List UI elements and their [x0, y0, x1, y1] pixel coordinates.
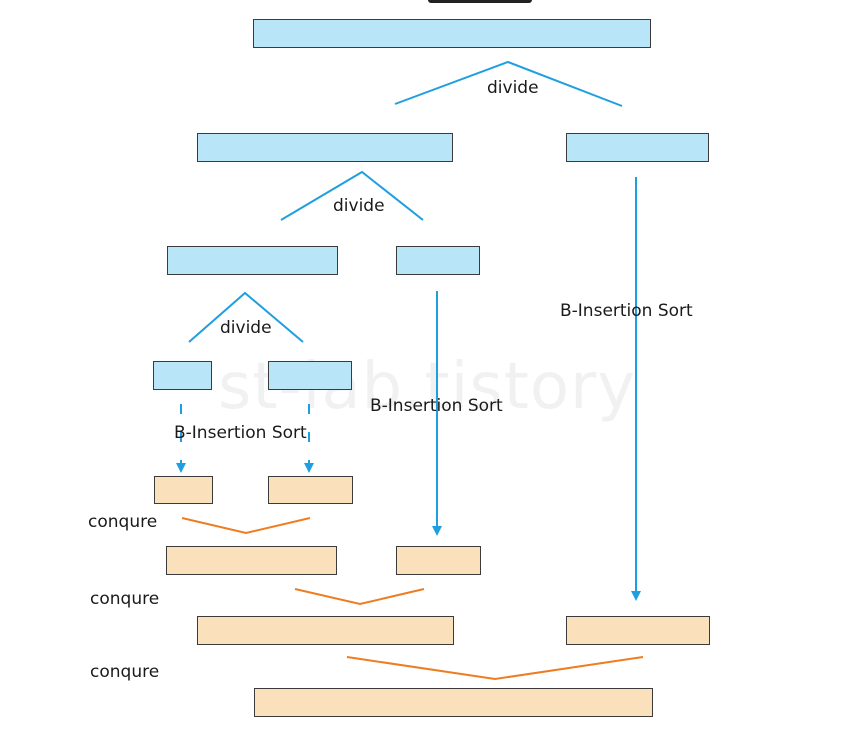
conquer-label-2: conqure: [90, 589, 160, 609]
array-block-full: [253, 19, 651, 48]
divide-label-3: divide: [220, 318, 272, 338]
merged-block-left-half: [197, 616, 454, 645]
conquer-merge-level-1: [181, 517, 311, 535]
sorted-block-leaf-b: [268, 476, 353, 504]
divide-split-level-1: [394, 60, 623, 107]
sorted-block-leaf-a: [154, 476, 213, 504]
divide-split-level-2: [280, 170, 424, 221]
divide-split-level-3: [188, 291, 304, 343]
divide-label-2: divide: [333, 196, 385, 216]
sort-label-center: B-Insertion Sort: [370, 396, 503, 416]
array-block-right-half: [566, 133, 709, 162]
merged-block-full: [254, 688, 653, 717]
sort-label-right: B-Insertion Sort: [560, 301, 693, 321]
conquer-label-1: conqure: [88, 512, 158, 532]
conquer-label-3: conqure: [90, 662, 160, 682]
merged-block-left-quarter: [166, 546, 337, 575]
array-block-left-quarter: [167, 246, 338, 275]
divide-label-1: divide: [487, 78, 539, 98]
sort-label-leaves: B-Insertion Sort: [174, 423, 307, 443]
conquer-merge-level-2: [294, 588, 425, 606]
sorted-block-mid-quarter: [396, 546, 481, 575]
array-block-mid-quarter: [396, 246, 480, 275]
top-edge-bar: [428, 0, 532, 3]
conquer-merge-level-3: [346, 656, 644, 681]
array-block-leaf-a: [153, 361, 212, 390]
array-block-leaf-b: [268, 361, 352, 390]
sorted-block-right-half: [566, 616, 710, 645]
array-block-left-half: [197, 133, 453, 162]
